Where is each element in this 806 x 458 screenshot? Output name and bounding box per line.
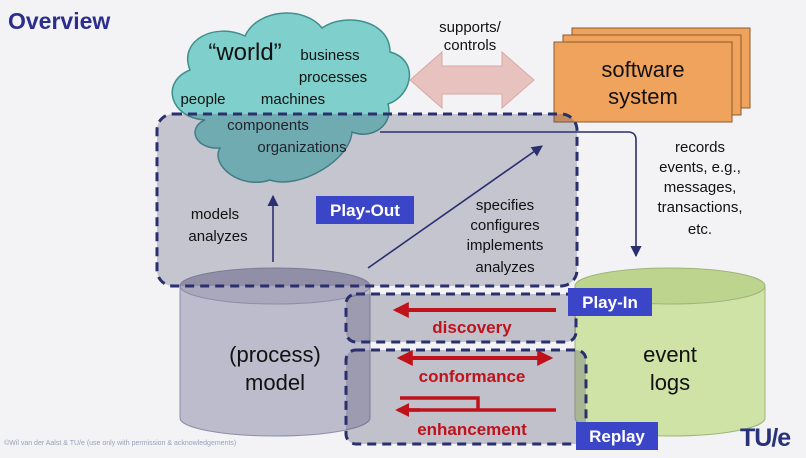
enhancement-arrow: [400, 396, 556, 412]
discovery-label: discovery: [432, 318, 512, 337]
specifies-line3: implements: [467, 237, 544, 254]
records-arrow: [380, 131, 642, 258]
records-line3: messages,: [664, 179, 737, 196]
specifies-line1: specifies: [476, 197, 534, 214]
play-in-label: Play-In: [582, 293, 638, 312]
records-line5: etc.: [688, 221, 712, 238]
records-line1: records: [675, 139, 725, 156]
software-system: [553, 27, 751, 123]
replay-badge: [576, 422, 658, 450]
tue-logo: TU/e: [740, 424, 791, 452]
replay-label: Replay: [589, 427, 645, 446]
world-word-components: components: [227, 117, 309, 134]
world-word-business: business: [300, 47, 359, 64]
software-label-line2: system: [608, 84, 678, 109]
play-in-badge: [568, 288, 652, 316]
world-word-processes: processes: [299, 69, 367, 86]
world-word-organizations: organizations: [257, 139, 346, 156]
world-word-people: people: [180, 91, 225, 108]
slide-title: Overview: [8, 8, 111, 34]
supports-arrow: [409, 50, 535, 110]
supports-label-line1: supports/: [439, 19, 502, 36]
slide-footer: ©Wil van der Aalst & TU/e (use only with…: [4, 440, 237, 447]
process-model-line2: model: [245, 370, 305, 395]
records-line4: transactions,: [657, 199, 742, 216]
records-line2: events, e.g.,: [659, 159, 741, 176]
models-line1: models: [191, 206, 239, 223]
world-title: “world”: [208, 39, 281, 66]
specifies-line2: configures: [470, 217, 539, 234]
specifies-line4: analyzes: [475, 259, 534, 276]
specifies-arrow: [367, 145, 543, 269]
play-out-label: Play-Out: [330, 201, 400, 220]
event-logs-line2: logs: [650, 370, 690, 395]
software-label-line1: software: [601, 57, 684, 82]
process-model-line1: (process): [229, 342, 321, 367]
supports-label-line2: controls: [444, 37, 497, 54]
world-word-machines: machines: [261, 91, 325, 108]
world-cloud: [171, 12, 410, 183]
play-out-badge: [316, 196, 414, 224]
enhancement-label: enhancement: [417, 420, 527, 439]
event-logs-line1: event: [643, 342, 697, 367]
models-line2: analyzes: [188, 228, 247, 245]
conformance-label: conformance: [419, 367, 526, 386]
